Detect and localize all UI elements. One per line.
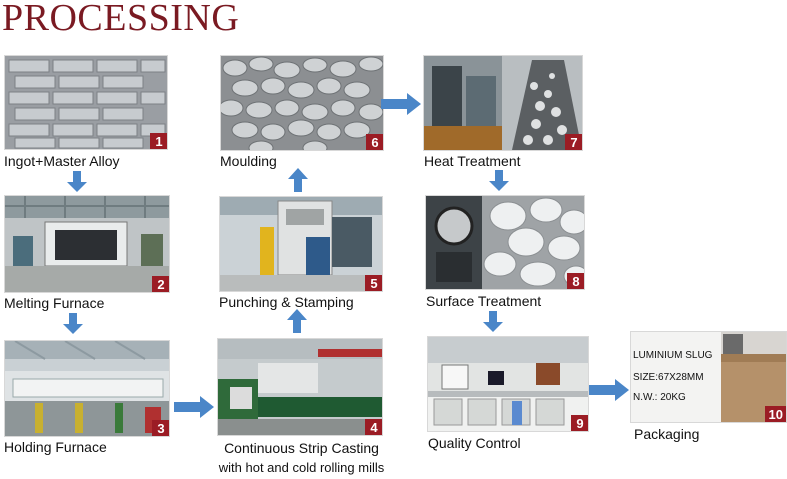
- step-number-badge: 1: [150, 133, 167, 149]
- arrow-up-icon: [287, 309, 307, 333]
- step-number-badge: 10: [764, 406, 786, 422]
- step-7-image: 7: [423, 55, 583, 151]
- packaging-label-line3: N.W.: 20KG: [633, 392, 686, 403]
- step-6-image: 6: [220, 55, 384, 151]
- step-number-badge: 4: [365, 419, 382, 435]
- step-number-badge: 3: [152, 420, 169, 436]
- step-1-label: Ingot+Master Alloy: [4, 153, 120, 169]
- packaging-label-line2: SIZE:67X28MM: [633, 372, 704, 383]
- step-4-label-line2: with hot and cold rolling mills: [218, 460, 385, 475]
- step-3-label: Holding Furnace: [4, 439, 107, 455]
- step-9-label: Quality Control: [428, 435, 521, 451]
- step-5-label: Punching & Stamping: [219, 294, 354, 310]
- step-number-badge: 7: [565, 134, 582, 150]
- arrow-right-icon: [589, 379, 629, 401]
- arrow-up-icon: [288, 168, 308, 192]
- step-7-label: Heat Treatment: [424, 153, 521, 169]
- step-2-image: 2: [4, 195, 170, 293]
- arrow-right-icon: [381, 93, 421, 115]
- step-number-badge: 8: [567, 273, 584, 289]
- arrow-down-icon: [67, 171, 87, 192]
- step-number-badge: 2: [152, 276, 169, 292]
- step-9-image: 9: [427, 336, 589, 432]
- arrow-down-icon: [483, 311, 503, 332]
- step-5-image: 5: [219, 196, 383, 292]
- step-4-image: 4: [217, 338, 383, 436]
- step-3-image: 3: [4, 340, 170, 437]
- arrow-down-icon: [63, 313, 83, 334]
- step-number-badge: 9: [571, 415, 588, 431]
- step-10-label: Packaging: [634, 426, 700, 442]
- page-title: PROCESSING: [2, 0, 240, 39]
- arrow-down-icon: [489, 170, 509, 191]
- step-8-image: 8: [425, 195, 585, 290]
- step-6-label: Moulding: [220, 153, 277, 169]
- step-number-badge: 6: [366, 134, 383, 150]
- step-4-label-line1: Continuous Strip Casting: [224, 440, 379, 456]
- step-1-image: 1: [4, 55, 168, 150]
- step-8-label: Surface Treatment: [426, 293, 542, 309]
- step-number-badge: 5: [365, 275, 382, 291]
- arrow-right-icon: [174, 396, 214, 418]
- step-2-label: Melting Furnace: [4, 295, 105, 311]
- packaging-label-line1: LUMINIUM SLUG: [633, 350, 713, 361]
- step-10-image: LUMINIUM SLUG SIZE:67X28MM N.W.: 20KG 10: [630, 331, 787, 423]
